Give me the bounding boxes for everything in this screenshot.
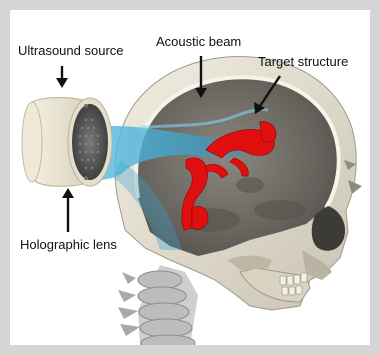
label-target-structure: Target structure xyxy=(258,55,348,68)
arrow-ultrasound-source xyxy=(56,66,68,88)
label-holographic-lens: Holographic lens xyxy=(20,238,117,251)
label-acoustic-beam: Acoustic beam xyxy=(156,35,241,48)
cervical-spine xyxy=(118,265,198,345)
figure-panel: Ultrasound source Acoustic beam Target s… xyxy=(10,10,370,345)
arrow-holographic-lens xyxy=(62,188,74,232)
label-ultrasound-source: Ultrasound source xyxy=(18,44,124,57)
ultrasound-transducer xyxy=(22,98,112,187)
holographic-lens xyxy=(72,104,108,180)
